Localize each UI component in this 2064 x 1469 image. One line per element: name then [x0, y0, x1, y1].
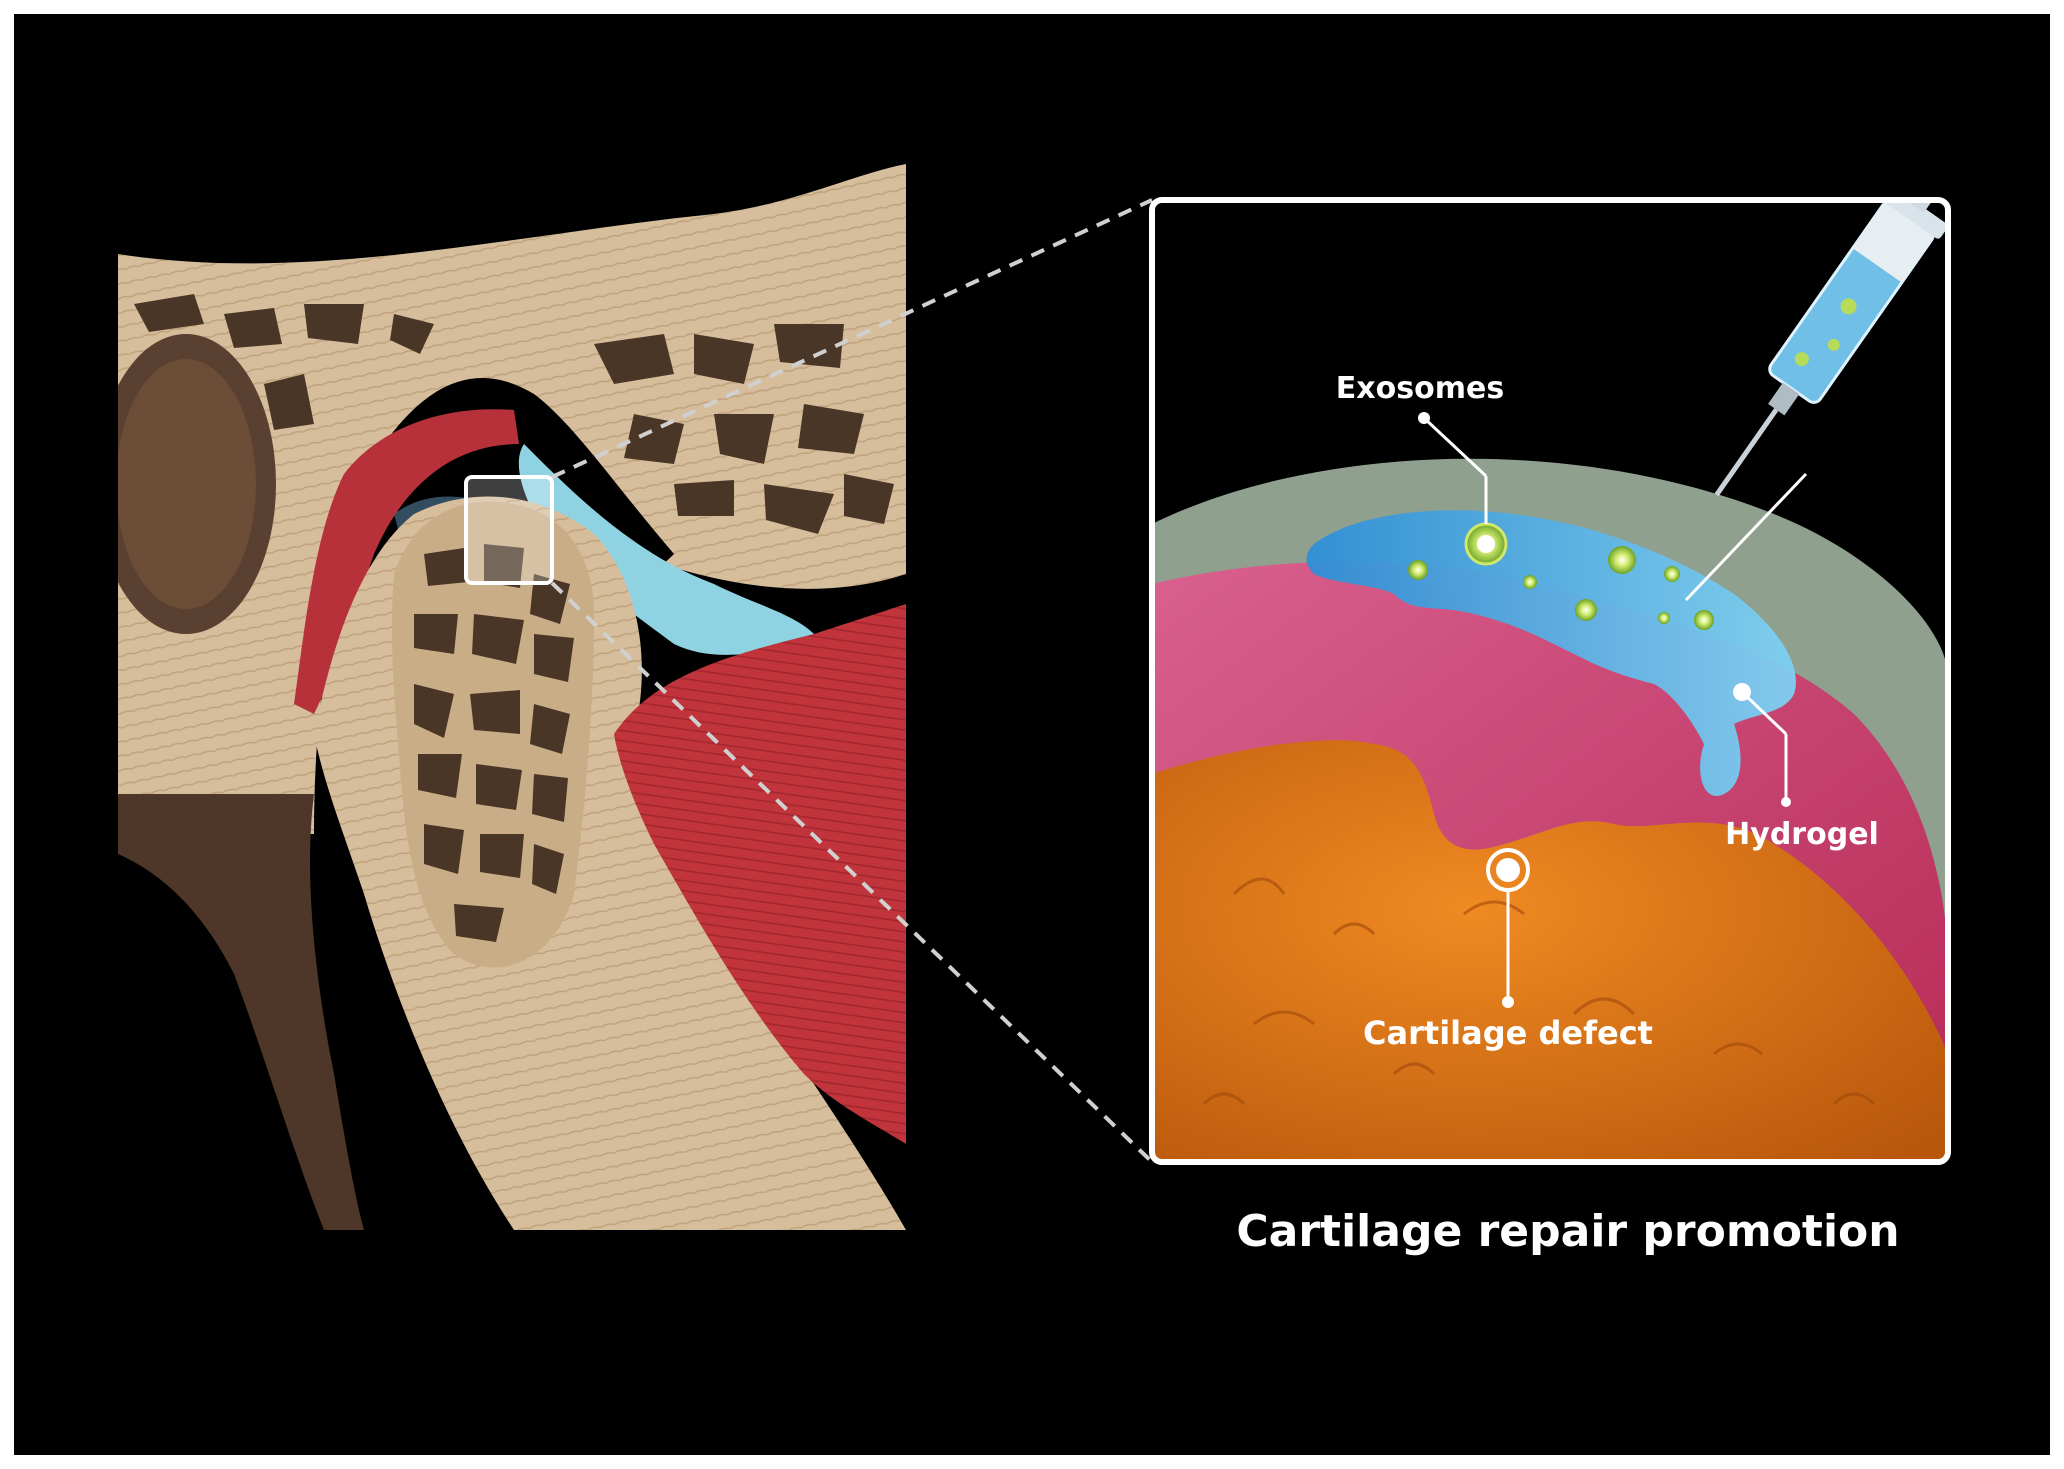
inset-border	[1149, 197, 1951, 1165]
lateral-pterygoid-muscle	[614, 604, 906, 1144]
inset-panel: Exosomes Hydrogel Cartilage defect	[1152, 200, 1948, 1162]
trabecular-pattern-upper	[134, 294, 894, 534]
subchondral-bone	[1152, 740, 1948, 1162]
muscle-upper	[294, 409, 519, 714]
magnifier-box-icon	[464, 475, 554, 585]
styloid-process	[118, 794, 364, 1230]
syringe-icon	[1714, 200, 1948, 497]
exosomes-leader	[1422, 416, 1488, 478]
label-hydrogel: Hydrogel	[1725, 817, 1879, 852]
hydrogel-leader	[1740, 690, 1788, 736]
figure-frame: Exosomes Hydrogel Cartilage defect Carti…	[14, 14, 2050, 1455]
trabecular-pattern-condyle	[414, 544, 574, 942]
caption: Cartilage repair promotion	[1236, 1206, 1899, 1257]
joint-illustration	[118, 164, 906, 1230]
articular-disc	[518, 444, 814, 655]
label-exosomes: Exosomes	[1336, 371, 1504, 406]
figure-svg: Exosomes Hydrogel Cartilage defect Carti…	[118, 164, 1951, 1257]
label-cartilage-defect: Cartilage defect	[1363, 1014, 1653, 1052]
bone-dimples	[1202, 877, 1876, 1106]
connector-line-bottom	[550, 581, 1154, 1164]
